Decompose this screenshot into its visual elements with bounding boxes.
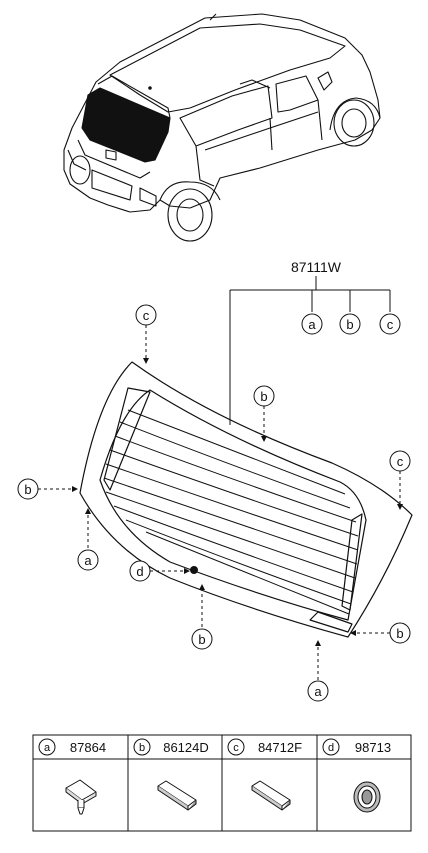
assembly-bracket <box>229 276 391 425</box>
callout-c: c <box>379 313 401 335</box>
pad-icon <box>157 780 197 811</box>
glass-callout-b-bottom-mid: b <box>191 628 213 650</box>
glass-leader-lines <box>38 325 401 680</box>
assembly-sub-callouts: a b c <box>301 313 401 335</box>
part-letter: a <box>44 742 51 754</box>
defroster-lines <box>103 409 359 615</box>
svg-text:c: c <box>387 317 394 332</box>
grommet-icon <box>353 781 381 813</box>
svg-text:a: a <box>308 317 316 332</box>
svg-text:d: d <box>136 564 143 579</box>
parts-table-header-c: c 84712F <box>227 738 302 756</box>
glass-callout-c-right: c <box>389 450 411 472</box>
car-illustration <box>63 13 381 242</box>
glass-callout-a-bottom-left: a <box>77 549 99 571</box>
part-letter: d <box>328 742 334 754</box>
svg-text:c: c <box>397 454 404 469</box>
heater-terminal-dot <box>190 566 198 574</box>
assembly-part-number: 87111W <box>291 259 342 275</box>
glass-leader-arrows <box>72 358 403 646</box>
part-letter: c <box>233 742 239 754</box>
parts-table-header-d: d 98713 <box>322 738 391 756</box>
svg-text:b: b <box>24 482 31 497</box>
svg-text:c: c <box>143 308 150 323</box>
glass-callout-b-top-middle: b <box>253 385 275 407</box>
parts-table-header-b: b 86124D <box>133 738 209 756</box>
svg-text:b: b <box>198 632 205 647</box>
part-number: 98713 <box>355 740 391 755</box>
parts-table-header-a: a 87864 <box>38 738 106 756</box>
svg-text:b: b <box>346 317 353 332</box>
part-number: 84712F <box>258 740 302 755</box>
parts-table <box>32 734 412 832</box>
part-letter: b <box>139 742 145 754</box>
rear-glass <box>79 361 413 638</box>
callout-b: b <box>339 313 361 335</box>
callout-a: a <box>301 313 323 335</box>
svg-text:b: b <box>260 389 267 404</box>
part-number: 87864 <box>70 740 106 755</box>
glass-callout-a-bottom-right: a <box>307 680 329 702</box>
glass-callout-d-heater: d <box>129 560 151 582</box>
svg-text:a: a <box>314 684 322 699</box>
part-number: 86124D <box>163 740 209 755</box>
pad-icon <box>251 780 291 811</box>
glass-callout-c-top-left: c <box>135 304 157 326</box>
clip-icon <box>65 779 97 815</box>
svg-text:a: a <box>84 553 92 568</box>
glass-callout-b-bottom-right-side: b <box>389 622 411 644</box>
svg-text:b: b <box>396 626 403 641</box>
glass-callout-b-left: b <box>17 478 39 500</box>
